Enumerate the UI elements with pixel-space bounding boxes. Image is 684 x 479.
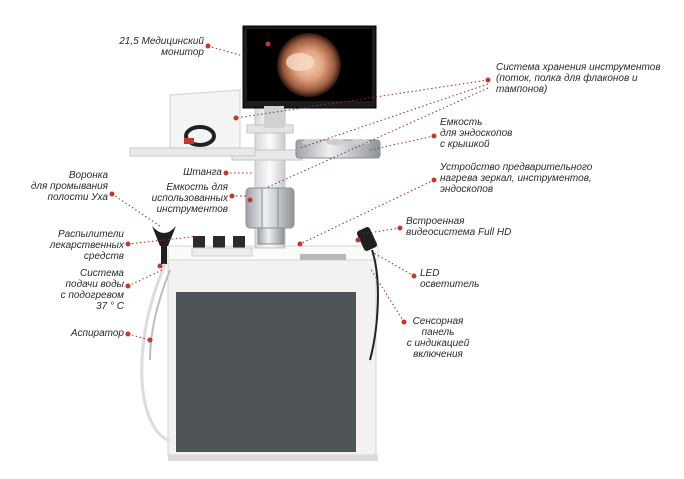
cabinet xyxy=(167,245,379,461)
label-aspirator: Аспиратор xyxy=(70,328,124,339)
control-strip xyxy=(300,254,346,260)
callout-dots xyxy=(109,41,491,343)
label-funnel: Воронка для промывания полости Уха xyxy=(30,170,108,203)
label-water: Система подачи воды с подогревом 37 ° С xyxy=(60,268,124,312)
side-shelf xyxy=(129,89,256,157)
label-endoscope-container: Емкость для эндоскопов с крышкой xyxy=(440,117,513,150)
label-video: Встроенная видеосистема Full HD xyxy=(406,216,512,238)
medical-monitor xyxy=(242,25,377,128)
cabinet-panel xyxy=(176,292,356,452)
label-boom: Штанга xyxy=(183,167,222,178)
label-monitor: 21,5 Медицинский монитор xyxy=(119,36,204,58)
label-sprayers: Распылители лекарственных средств xyxy=(49,229,124,262)
used-instruments-container xyxy=(245,187,295,245)
label-led: LED осветитель xyxy=(420,268,480,290)
label-sensor-panel: Сенсорная панель с индикацией включения xyxy=(406,316,470,360)
label-storage: Система хранения инструментов (поток, по… xyxy=(496,62,661,95)
video-camera xyxy=(356,227,378,251)
callouts xyxy=(111,45,489,341)
aspirator-hose xyxy=(140,263,171,442)
label-used-container: Емкость для использованных инструментов xyxy=(151,182,228,215)
ear-funnel xyxy=(152,226,176,264)
headlamp xyxy=(184,125,216,147)
endoscope-container xyxy=(295,139,381,159)
sprayers xyxy=(191,236,253,257)
label-preheat: Устройство предварительного нагрева зерк… xyxy=(440,162,593,195)
led-cable xyxy=(369,249,379,361)
